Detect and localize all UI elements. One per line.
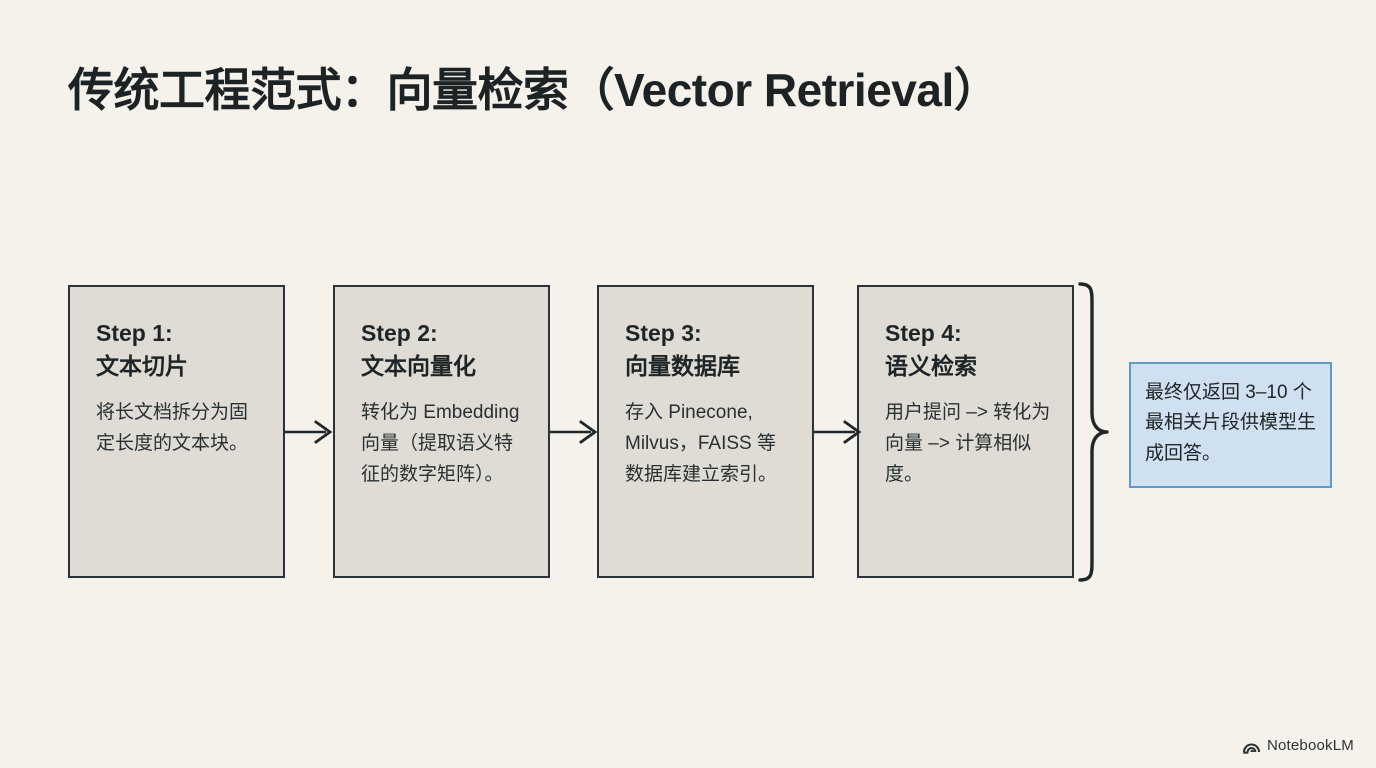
step-4-body: 用户提问 –> 转化为向量 –> 计算相似度。 (885, 402, 1051, 485)
arrow-right-icon-2 (550, 420, 598, 444)
step-box-1: Step 1: 文本切片 将长文档拆分为固定长度的文本块。 (68, 285, 285, 578)
page-title: 传统工程范式：向量检索（Vector Retrieval） (68, 64, 1000, 116)
step-4-heading: Step 4: 语义检索 (885, 320, 977, 379)
result-callout-box: 最终仅返回 3–10 个最相关片段供模型生成回答。 (1129, 362, 1332, 488)
step-2-body: 转化为 Embedding 向量（提取语义特征的数字矩阵）。 (361, 402, 520, 485)
step-box-3: Step 3: 向量数据库 存入 Pinecone, Milvus，FAISS … (597, 285, 814, 578)
step-1-body: 将长文档拆分为固定长度的文本块。 (96, 402, 249, 455)
brand-name: NotebookLM (1266, 737, 1354, 754)
step-1-heading: Step 1: 文本切片 (96, 320, 188, 379)
notebooklm-spiral-icon (1242, 743, 1260, 754)
curly-brace-icon (1078, 282, 1109, 582)
arrow-right-icon-1 (285, 420, 333, 444)
result-callout-text: 最终仅返回 3–10 个最相关片段供模型生成回答。 (1145, 382, 1317, 464)
step-3-body: 存入 Pinecone, Milvus，FAISS 等数据库建立索引。 (625, 402, 778, 485)
arrow-right-icon-3 (814, 420, 862, 444)
step-box-4: Step 4: 语义检索 用户提问 –> 转化为向量 –> 计算相似度。 (857, 285, 1074, 578)
step-box-2: Step 2: 文本向量化 转化为 Embedding 向量（提取语义特征的数字… (333, 285, 550, 578)
step-2-heading: Step 2: 文本向量化 (361, 320, 476, 379)
brand-footer: NotebookLM (1242, 737, 1354, 754)
step-3-heading: Step 3: 向量数据库 (625, 320, 740, 379)
